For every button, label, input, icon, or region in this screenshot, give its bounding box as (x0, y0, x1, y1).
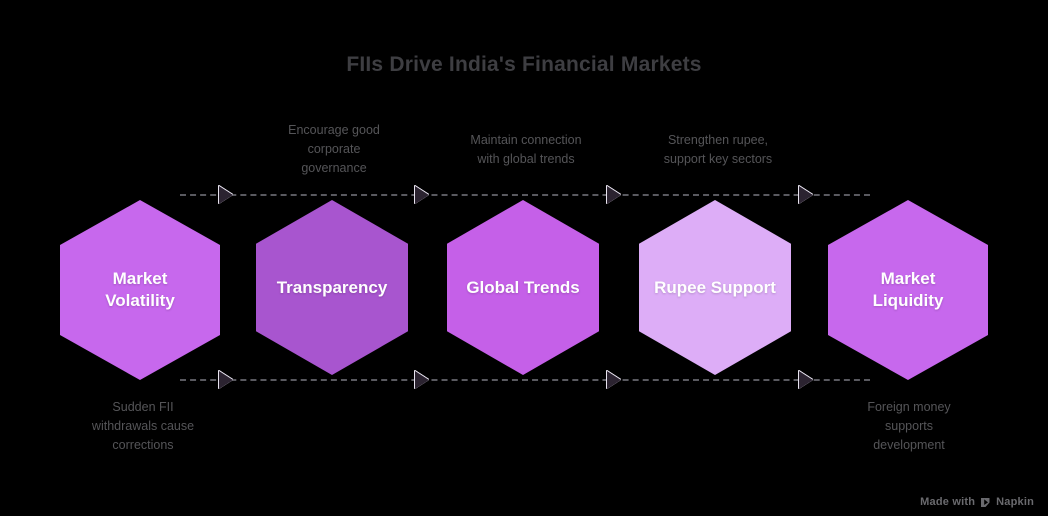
bottom-caption: Sudden FII withdrawals cause corrections (91, 400, 195, 452)
napkin-logo-icon (980, 497, 991, 508)
bottom-connector-arrow-icon (607, 371, 621, 389)
bottom-connector-dashed-line (180, 379, 870, 381)
top-connector-arrow-icon (415, 186, 429, 204)
napkin-watermark: Made with Napkin (920, 496, 1034, 508)
top-connector-arrow-icon (219, 186, 233, 204)
hexagon-label: Market Liquidity (872, 269, 944, 310)
hexagon-node[interactable]: Transparency (256, 200, 408, 375)
bottom-connector-arrow-icon (799, 371, 813, 389)
top-caption: Maintain connection with global trends (470, 133, 582, 166)
hexagon-label: Transparency (276, 277, 388, 297)
hexagon-label: Market Volatility (105, 269, 175, 310)
watermark-brand: Napkin (996, 496, 1034, 508)
page-title: FIIs Drive India's Financial Markets (346, 53, 702, 76)
top-connector-dashed-line (180, 194, 870, 196)
hexagon-node[interactable]: Market Liquidity (828, 200, 988, 380)
bottom-connector-arrow-icon (415, 371, 429, 389)
bottom-connector-arrow-icon (219, 371, 233, 389)
watermark-prefix: Made with (920, 496, 976, 508)
top-connector-arrow-icon (607, 186, 621, 204)
bottom-caption: Foreign money supports development (867, 400, 951, 452)
top-connector-arrow-icon (799, 186, 813, 204)
hexagon-label: Global Trends (466, 277, 580, 297)
hexagon-label: Rupee Support (654, 277, 776, 297)
hexagon-node[interactable]: Rupee Support (639, 200, 791, 375)
top-connector-row (0, 185, 1048, 205)
hexagon-node[interactable]: Market Volatility (60, 200, 220, 380)
top-caption: Encourage good corporate governance (288, 123, 380, 175)
hexagon-node[interactable]: Global Trends (447, 200, 599, 375)
top-caption: Strengthen rupee, support key sectors (663, 133, 773, 166)
bottom-connector-row (0, 370, 1048, 390)
